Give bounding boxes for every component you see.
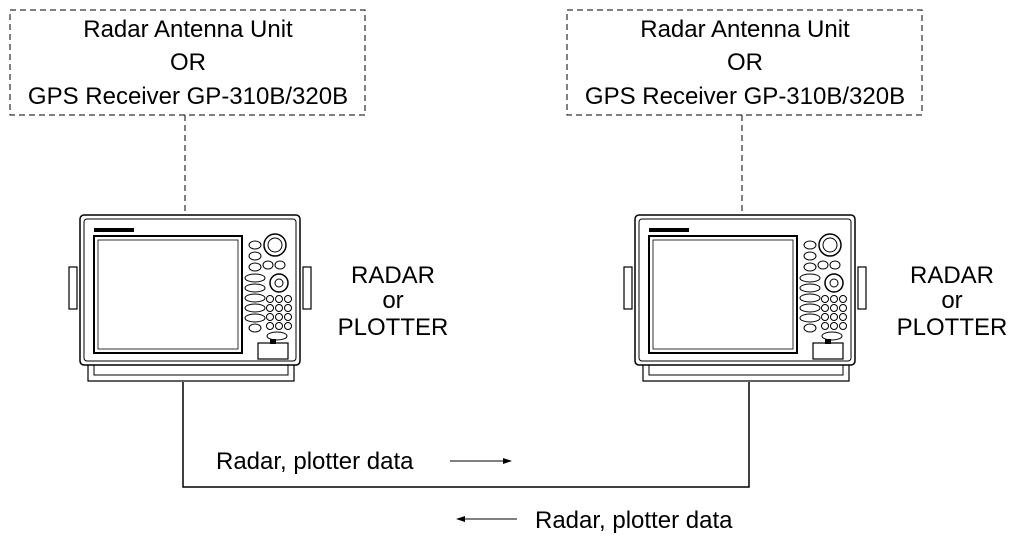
data-cable [182,382,750,488]
antenna-right-line2: OR [727,49,763,76]
unit-left-line1: RADAR [351,262,435,289]
display-unit-left [68,214,312,382]
arrow-right-icon [450,458,512,464]
data-label-right: Radar, plotter data [216,448,414,475]
unit-right-line3: PLOTTER [897,314,1008,341]
unit-left-line3: PLOTTER [338,314,449,341]
antenna-left-line3: GPS Receiver GP-310B/320B [28,83,348,110]
arrow-left-icon [456,516,517,522]
data-label-left: Radar, plotter data [535,507,733,534]
display-unit-right [623,214,867,382]
unit-right-line1: RADAR [910,262,994,289]
antenna-right-line1: Radar Antenna Unit [640,16,850,43]
unit-left-line2: or [382,287,403,314]
unit-right-line2: or [941,287,962,314]
antenna-left-line1: Radar Antenna Unit [83,16,293,43]
antenna-right-line3: GPS Receiver GP-310B/320B [585,83,905,110]
antenna-left-line2: OR [170,49,206,76]
